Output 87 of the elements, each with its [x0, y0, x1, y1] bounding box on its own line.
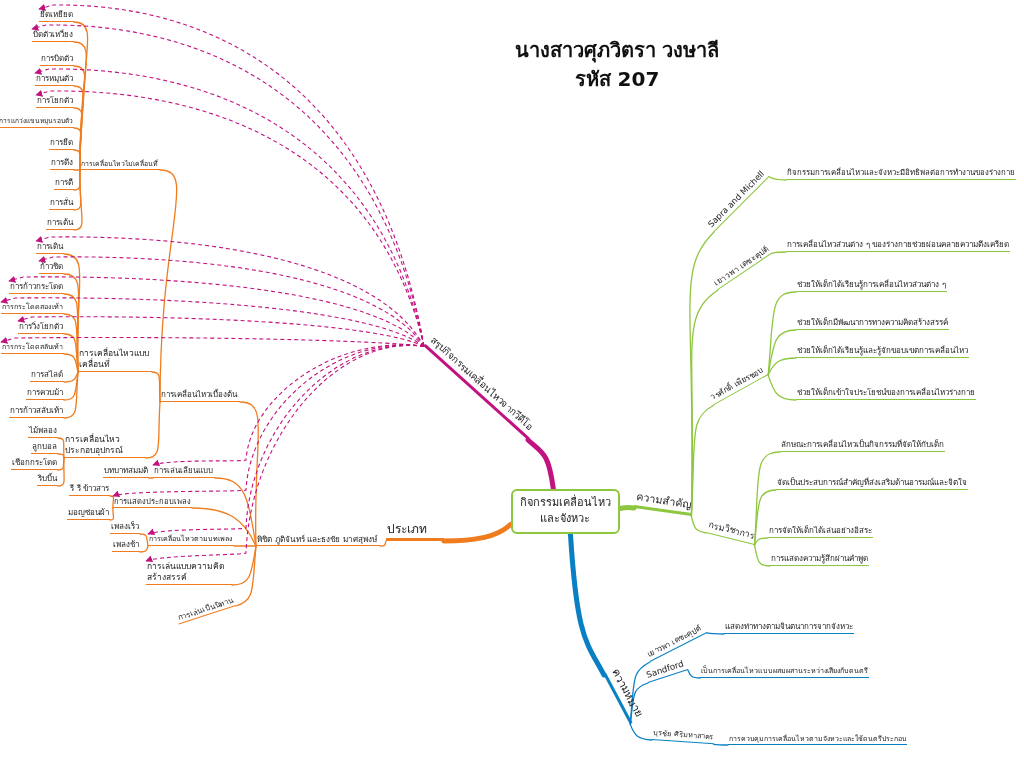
- branch-line: [690, 515, 707, 534]
- leaf-label: จัดเป็นประสบการณ์สำคัญที่ส่งเสริมด้านอารมณ์และจิตใจ: [776, 477, 968, 490]
- branch-line: [57, 457, 65, 487]
- branch-line: [145, 401, 161, 459]
- branch-label: การเคลื่อนไหวแบบเคลื่อนที่: [78, 348, 152, 372]
- branch-line: [753, 537, 769, 546]
- leaf-label: การควบม้า: [26, 387, 64, 400]
- leaf-label: การเต้น: [46, 217, 74, 230]
- branch-line: [767, 329, 797, 376]
- branch-line: [767, 357, 797, 376]
- branch-line: [151, 371, 161, 403]
- leaf-label: การยืด: [49, 137, 74, 150]
- leaf-label: บทบาทสมมติ: [103, 465, 149, 478]
- branch-line: [713, 743, 729, 746]
- branch-line: [239, 401, 260, 547]
- leaf-label: แสดงท่าทางตามจินตนาการจากจังหวะ: [724, 621, 854, 634]
- leaf-label: ก้าวชิด: [39, 261, 64, 274]
- leaf-label: การเดิน: [36, 241, 64, 254]
- leaf-label: ช่วยให้เด็กได้เรียนรู้และรู้จักขอบเขตการเคลื่อนไหว: [796, 345, 969, 358]
- branch-line: [753, 544, 771, 567]
- branch-line: [73, 169, 81, 171]
- leaf-label: ช่วยให้เด็กมีพัฒนาการทางความคิดสร้างสรรค์: [796, 317, 949, 330]
- leaf-label: การจัดให้เด็กได้เล่นอย่างอิสระ: [768, 525, 873, 538]
- branch-label: การเคลื่อนไหวประกอบอุปกรณ์: [64, 434, 146, 458]
- leaf-label: การก้าวกระโดด: [9, 281, 64, 294]
- topic-box: กิจกรรมเคลื่อนไหว และจังหวะ: [510, 488, 620, 534]
- branch-line: [73, 149, 81, 171]
- leaf-label: การสั่น: [49, 197, 74, 210]
- branch-label: ประเภท: [386, 520, 444, 541]
- branch-line: [687, 669, 701, 679]
- leaf-label: การตี: [54, 177, 74, 190]
- branch-line: [63, 293, 79, 373]
- leaf-label: การก้าวสลับเท้า: [9, 405, 64, 418]
- branch-line: [73, 169, 83, 231]
- main-branch: [525, 437, 556, 491]
- leaf-label: บิดตัวเหวี่ยง: [32, 29, 74, 42]
- leaf-label: การเล่นแบบความคิดสร้างสรรค์: [146, 561, 232, 585]
- branch-line: [235, 545, 257, 607]
- leaf-label: เพลงช้า: [112, 539, 140, 552]
- leaf-label: รี รี ข้าวสาร: [69, 483, 110, 496]
- branch-line: [63, 371, 79, 419]
- leaf-label: การบิดตัว: [40, 53, 74, 66]
- branch-line: [63, 371, 79, 383]
- branch-line: [191, 507, 257, 547]
- branch-label: ความสำคัญ: [634, 489, 695, 517]
- branch-line: [772, 251, 787, 254]
- branch-line: [767, 374, 797, 401]
- main-branch: [567, 531, 607, 678]
- leaf-label: เชือกกระโดด: [11, 457, 58, 470]
- branch-line: [629, 723, 653, 741]
- leaf-label: ไม้พลอง: [28, 425, 58, 438]
- branch-line: [63, 333, 79, 373]
- leaf-label: การวิ่งโยกตัว: [18, 321, 64, 334]
- leaf-label: การแสดงความรู้สึกผ่านคำพูด: [770, 553, 869, 566]
- dashed-arrow: [8, 275, 425, 347]
- leaf-label: การเคลื่อนไหวส่วนต่าง ๆ ของร่างกายช่วยผ่อนคลายความตึงเครียด: [786, 239, 1010, 252]
- leaf-label: ลูกบอล: [31, 441, 58, 454]
- branch-line: [57, 453, 65, 459]
- dashed-arrow: [38, 255, 425, 347]
- branch-label: พิชิต ภูติจันทร์ และธงชัย มาศสุพงษ์: [256, 533, 380, 547]
- leaf-label: การหมุนตัว: [35, 73, 74, 86]
- branch-line: [139, 545, 149, 553]
- dashed-arrow: [0, 296, 425, 347]
- leaf-label: เพลงเร็ว: [110, 521, 140, 534]
- leaf-label: การดึง: [50, 157, 74, 170]
- branch-line: [148, 477, 154, 479]
- branch-line: [63, 353, 79, 373]
- leaf-label: ช่วยให้เด็กเข้าใจประโยชน์ของการเคลื่อนไหวร่างกาย: [796, 387, 976, 400]
- branch-line: [233, 545, 257, 547]
- leaf-label: ลักษณะการเคลื่อนไหวเป็นกิจกรรมที่จัดให้กับเด็ก: [780, 439, 945, 452]
- branch-line: [379, 540, 387, 547]
- leaf-label: การโยกตัว: [36, 95, 74, 108]
- leaf-label: ยืดเหยียด: [39, 9, 74, 22]
- dashed-arrow: [17, 315, 425, 347]
- dashed-arrow: [35, 235, 425, 347]
- leaf-label: มอญซ่อนผ้า: [67, 507, 110, 520]
- branch-line: [57, 437, 65, 459]
- branch-line: [753, 489, 777, 546]
- branch-line: [109, 507, 115, 521]
- title: นางสาวศุภวิตรา วงษาลี รหัส 207: [513, 37, 721, 93]
- branch-line: [109, 495, 115, 509]
- leaf-label: ช่วยให้เด็กได้เรียนรู้การเคลื่อนไหวส่วนต่าง ๆ: [796, 279, 947, 292]
- leaf-label: การสไลด์: [30, 369, 64, 382]
- branch-line: [706, 632, 725, 635]
- branch-line: [768, 176, 787, 181]
- branch-line: [139, 533, 149, 547]
- leaf-label: ริบบิ้น: [37, 473, 58, 486]
